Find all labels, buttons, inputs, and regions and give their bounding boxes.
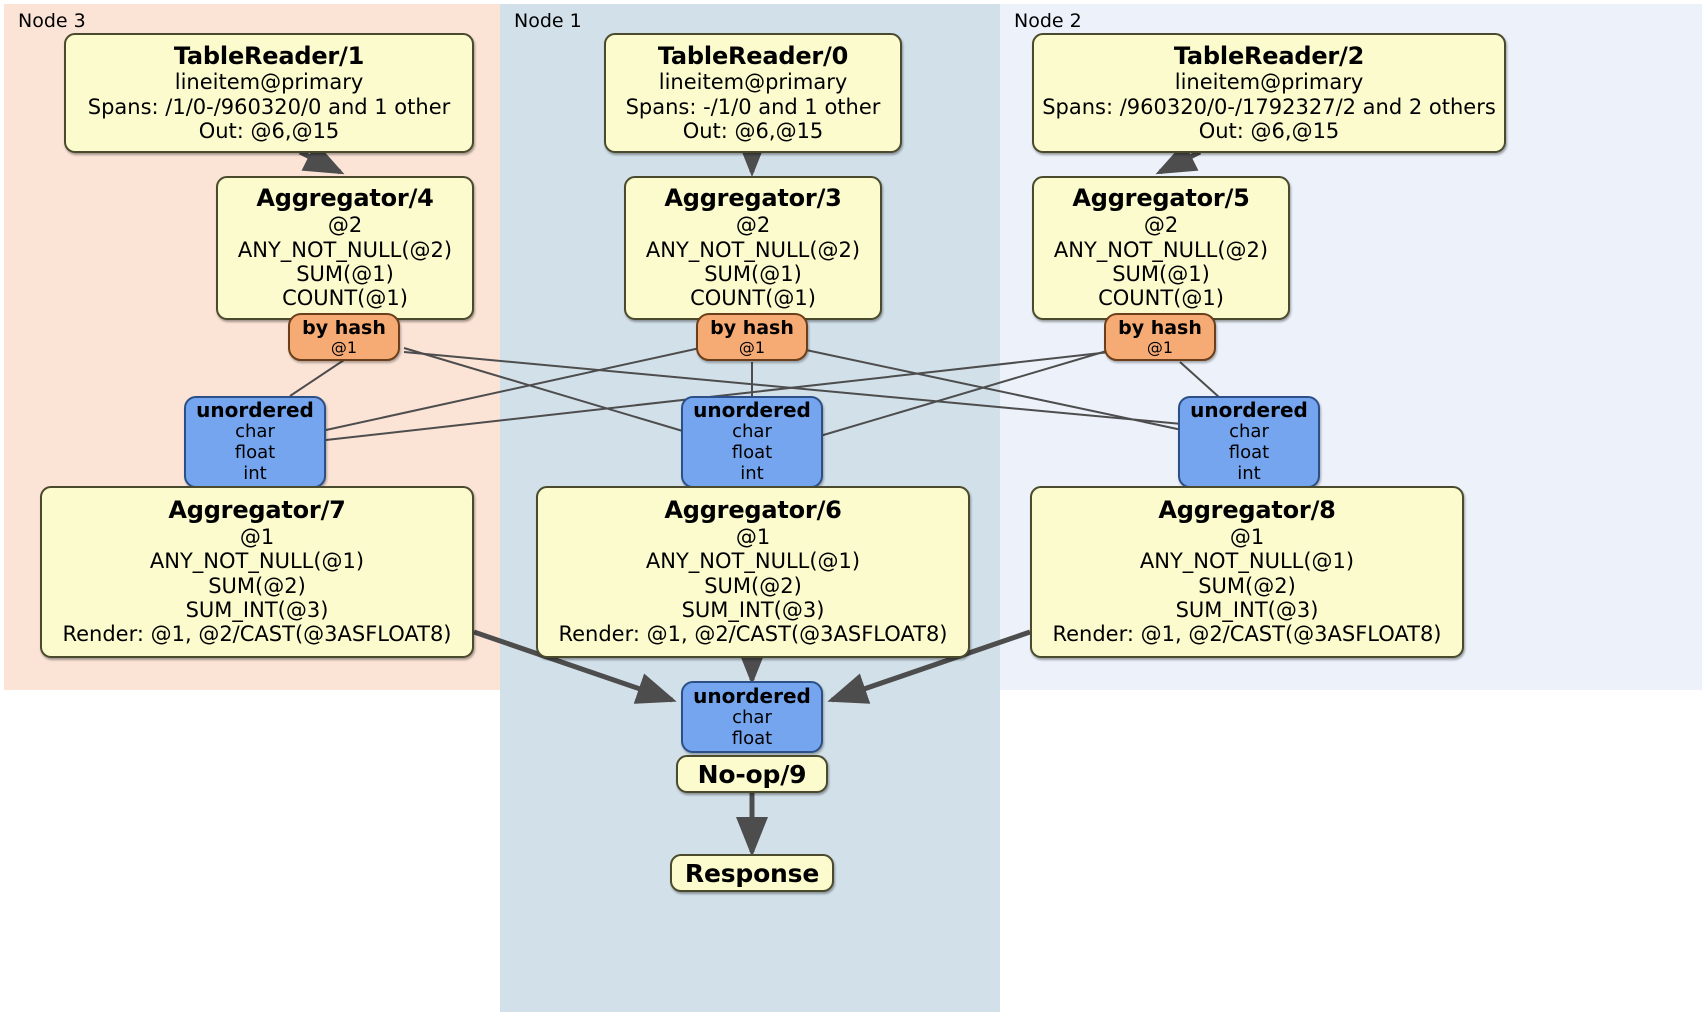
- processor-render-line: Render: @1, @2/CAST(@3ASFLOAT8): [1052, 622, 1442, 647]
- router-line: @1: [738, 337, 766, 357]
- processor-line: ANY_NOT_NULL(@1): [1139, 549, 1355, 574]
- node-panel-label-node3: Node 3: [18, 10, 86, 32]
- synchronizer-line: char: [732, 421, 772, 443]
- processor-line: @1: [1229, 525, 1265, 550]
- synchronizer-unordered-center[interactable]: unordered char float int: [681, 396, 823, 488]
- synchronizer-line: int: [740, 463, 764, 485]
- processor-line: Spans: /1/0-/960320/0 and 1 other: [87, 94, 451, 119]
- synchronizer-line: int: [1237, 463, 1261, 485]
- synchronizer-unordered-right[interactable]: unordered char float int: [1178, 396, 1320, 488]
- processor-aggregator-7[interactable]: Aggregator/7 @1 ANY_NOT_NULL(@1) SUM(@2)…: [40, 486, 474, 658]
- processor-aggregator-5[interactable]: Aggregator/5 @2 ANY_NOT_NULL(@2) SUM(@1)…: [1032, 176, 1290, 320]
- processor-line: SUM_INT(@3): [681, 598, 825, 623]
- processor-line: ANY_NOT_NULL(@1): [645, 549, 861, 574]
- synchronizer-title: unordered: [693, 683, 811, 708]
- processor-title: Response: [684, 858, 820, 888]
- processor-aggregator-6[interactable]: Aggregator/6 @1 ANY_NOT_NULL(@1) SUM(@2)…: [536, 486, 970, 658]
- synchronizer-title: unordered: [196, 398, 314, 423]
- synchronizer-line: char: [732, 706, 772, 728]
- router-by-hash-right[interactable]: by hash @1: [1104, 313, 1216, 361]
- processor-line: ANY_NOT_NULL(@1): [149, 549, 365, 574]
- processor-table-reader-1[interactable]: TableReader/1 lineitem@primary Spans: /1…: [64, 33, 474, 153]
- processor-line: SUM(@1): [296, 261, 394, 286]
- processor-title: No-op/9: [697, 759, 807, 789]
- node-panel-label-node2: Node 2: [1014, 10, 1082, 32]
- processor-line: @2: [1143, 213, 1179, 238]
- router-by-hash-left[interactable]: by hash @1: [288, 313, 400, 361]
- router-title: by hash: [302, 316, 386, 339]
- processor-line: Spans: -/1/0 and 1 other: [625, 94, 881, 119]
- router-line: @1: [1146, 337, 1174, 357]
- processor-line: COUNT(@1): [1098, 286, 1224, 311]
- processor-line: @1: [735, 525, 771, 550]
- processor-line: lineitem@primary: [174, 70, 364, 95]
- processor-line: @2: [327, 213, 363, 238]
- processor-title: Aggregator/6: [664, 496, 842, 525]
- router-title: by hash: [1118, 316, 1202, 339]
- synchronizer-line: char: [235, 421, 275, 443]
- processor-noop-9[interactable]: No-op/9: [676, 755, 828, 793]
- processor-title: TableReader/0: [657, 41, 849, 70]
- processor-title: Aggregator/4: [256, 184, 434, 213]
- router-by-hash-center[interactable]: by hash @1: [696, 313, 808, 361]
- processor-line: ANY_NOT_NULL(@2): [237, 237, 453, 262]
- processor-table-reader-0[interactable]: TableReader/0 lineitem@primary Spans: -/…: [604, 33, 902, 153]
- processor-line: SUM(@2): [208, 573, 306, 598]
- processor-title: Aggregator/5: [1072, 184, 1250, 213]
- node-panel-label-node1: Node 1: [514, 10, 582, 32]
- processor-line: Out: @6,@15: [682, 119, 824, 144]
- synchronizer-line: float: [234, 442, 276, 464]
- processor-title: TableReader/1: [173, 41, 365, 70]
- processor-response[interactable]: Response: [670, 854, 834, 892]
- processor-title: Aggregator/8: [1158, 496, 1336, 525]
- processor-line: Spans: /960320/0-/1792327/2 and 2 others: [1042, 94, 1496, 119]
- processor-line: COUNT(@1): [282, 286, 408, 311]
- processor-line: SUM_INT(@3): [1175, 598, 1319, 623]
- processor-line: SUM_INT(@3): [185, 598, 329, 623]
- processor-title: TableReader/2: [1173, 41, 1365, 70]
- processor-line: ANY_NOT_NULL(@2): [645, 237, 861, 262]
- processor-line: ANY_NOT_NULL(@2): [1053, 237, 1269, 262]
- synchronizer-title: unordered: [693, 398, 811, 423]
- processor-line: @2: [735, 213, 771, 238]
- router-line: @1: [330, 337, 358, 357]
- synchronizer-line: float: [1228, 442, 1270, 464]
- processor-line: @1: [239, 525, 275, 550]
- synchronizer-line: char: [1229, 421, 1269, 443]
- synchronizer-line: float: [731, 442, 773, 464]
- processor-aggregator-8[interactable]: Aggregator/8 @1 ANY_NOT_NULL(@1) SUM(@2)…: [1030, 486, 1464, 658]
- processor-line: lineitem@primary: [1174, 70, 1364, 95]
- processor-aggregator-4[interactable]: Aggregator/4 @2 ANY_NOT_NULL(@2) SUM(@1)…: [216, 176, 474, 320]
- processor-title: Aggregator/7: [168, 496, 346, 525]
- processor-aggregator-3[interactable]: Aggregator/3 @2 ANY_NOT_NULL(@2) SUM(@1)…: [624, 176, 882, 320]
- processor-render-line: Render: @1, @2/CAST(@3ASFLOAT8): [558, 622, 948, 647]
- processor-table-reader-2[interactable]: TableReader/2 lineitem@primary Spans: /9…: [1032, 33, 1506, 153]
- synchronizer-line: int: [243, 463, 267, 485]
- processor-line: lineitem@primary: [658, 70, 848, 95]
- router-title: by hash: [710, 316, 794, 339]
- processor-line: SUM(@1): [1112, 261, 1210, 286]
- synchronizer-title: unordered: [1190, 398, 1308, 423]
- processor-line: Out: @6,@15: [1198, 119, 1340, 144]
- processor-title: Aggregator/3: [664, 184, 842, 213]
- processor-line: Out: @6,@15: [198, 119, 340, 144]
- processor-line: SUM(@2): [704, 573, 802, 598]
- synchronizer-line: float: [731, 727, 773, 749]
- processor-line: SUM(@1): [704, 261, 802, 286]
- synchronizer-unordered-final[interactable]: unordered char float: [681, 681, 823, 753]
- processor-line: COUNT(@1): [690, 286, 816, 311]
- processor-render-line: Render: @1, @2/CAST(@3ASFLOAT8): [62, 622, 452, 647]
- processor-line: SUM(@2): [1198, 573, 1296, 598]
- synchronizer-unordered-left[interactable]: unordered char float int: [184, 396, 326, 488]
